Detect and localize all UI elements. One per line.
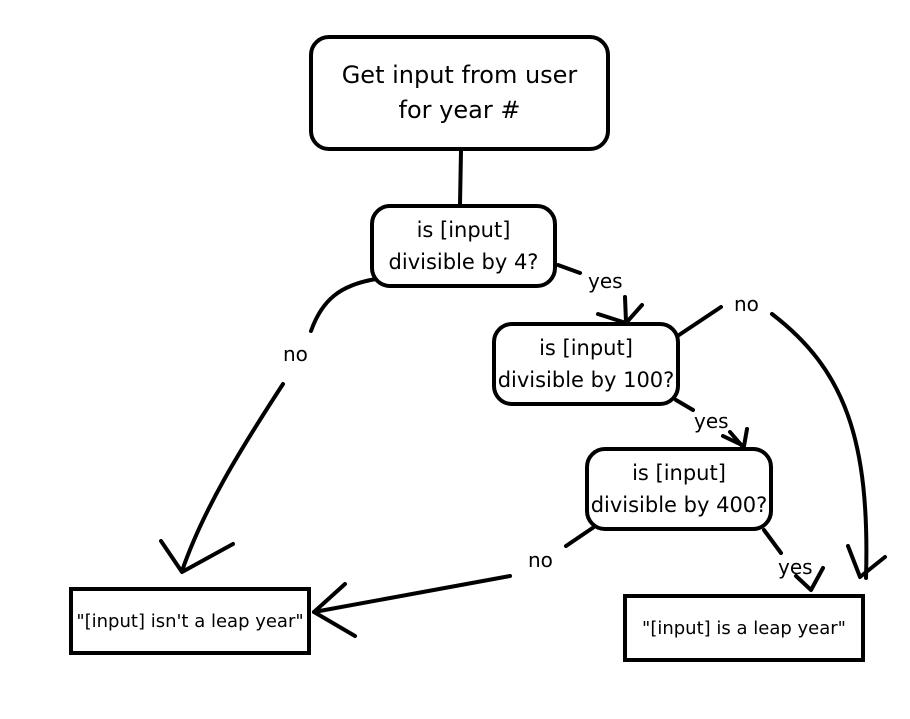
edge-label-div100-no: no — [734, 292, 759, 316]
decision-div4-line2: divisible by 4? — [388, 250, 539, 274]
decision-div400-line1: is [input] — [632, 461, 726, 485]
edge-label-div400-no: no — [528, 548, 553, 572]
result-not-leap-year: "[input] isn't a leap year" — [69, 587, 311, 655]
edge-div100-no-line-right — [770, 312, 869, 580]
start-node-line1: Get input from user — [341, 61, 578, 89]
decision-divisible-by-100: is [input] divisible by 100? — [492, 322, 680, 406]
edge-div400-no-line — [564, 525, 596, 548]
edge-div100-no-arrowhead — [846, 544, 887, 579]
edge-div400-yes-arrowhead — [794, 566, 825, 592]
edge-div4-no-line — [309, 277, 378, 333]
result-not-leap-year-text: "[input] isn't a leap year" — [76, 610, 304, 632]
edge-div4-yes-arrowhead — [596, 303, 644, 325]
edge-div4-no-line-lower — [180, 382, 285, 573]
decision-div400-line2: divisible by 400? — [590, 493, 768, 517]
edge-div4-no-arrowhead — [159, 539, 235, 574]
edge-label-div400-yes: yes — [778, 555, 813, 579]
edge-div100-yes-arrowhead — [721, 427, 749, 448]
edge-label-div4-no: no — [283, 342, 308, 366]
decision-divisible-by-400: is [input] divisible by 400? — [585, 447, 773, 531]
edge-div400-no-line-lower — [312, 574, 512, 614]
edge-start-to-div4 — [458, 149, 463, 206]
start-node: Get input from user for year # — [309, 35, 610, 151]
edge-label-div100-yes: yes — [694, 409, 729, 433]
edge-div100-no-line — [677, 305, 723, 337]
result-leap-year-text: "[input] is a leap year" — [642, 617, 846, 639]
result-leap-year: "[input] is a leap year" — [623, 594, 865, 662]
edge-div400-no-arrowhead — [312, 582, 357, 638]
edge-label-div4-yes: yes — [588, 269, 623, 293]
start-node-line2: for year # — [398, 96, 521, 124]
edge-div400-yes-line — [762, 528, 783, 555]
decision-div100-line2: divisible by 100? — [497, 368, 675, 392]
edge-div4-yes-line — [556, 263, 582, 275]
decision-divisible-by-4: is [input] divisible by 4? — [370, 204, 557, 288]
decision-div4-line1: is [input] — [416, 218, 511, 242]
edge-div4-yes-line-lower — [623, 295, 628, 324]
decision-div100-line1: is [input] — [539, 336, 633, 360]
edge-div100-yes-line — [674, 398, 695, 412]
